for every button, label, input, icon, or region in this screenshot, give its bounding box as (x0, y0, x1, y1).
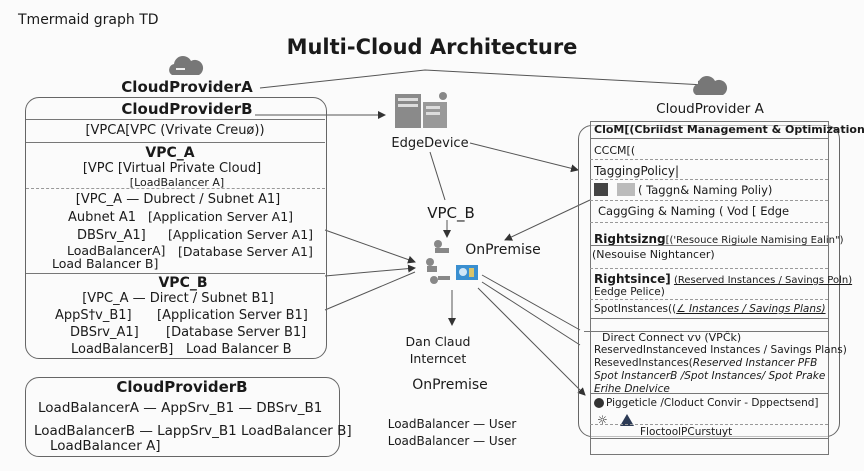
loadbalancer-b: LoadBalancerB] (71, 342, 174, 357)
edge-edgedevice-to-right (469, 142, 579, 173)
cloud-provider-a-label: CloudProviderA (121, 78, 253, 96)
tagging-policy-row: TaggingPolicy| (594, 164, 680, 178)
on-premise-node: OnPremise (465, 242, 541, 258)
edge-vpca-to-hub (324, 229, 416, 264)
cloud-provider-a-right-label: CloudProvider A (656, 101, 764, 117)
nesouse-row: (Nesouise Nightancer) (592, 248, 715, 261)
spot-instances-detail: ∠ Instances / Savings Plans) (676, 303, 826, 315)
vpc-a-row: [VPC_A — Dubrect / Subnet A1] (75, 192, 281, 207)
edge-left-to-hub (324, 271, 416, 311)
dbsrv-a1-b: DBSrv_A1] (70, 325, 139, 340)
edge-right-onpremise (504, 199, 591, 241)
document-user-icon (594, 183, 608, 196)
chat-icon (456, 265, 478, 280)
code-label: Tmermaid graph TD (18, 12, 159, 28)
app-server-a1: [Application Server A1] (148, 209, 294, 224)
edge-device-label: EdgeDevice (391, 136, 469, 151)
rightsizing-label: Rightsizng (594, 232, 666, 246)
cloud-icon (693, 76, 728, 95)
internet-label: Interncet (409, 351, 467, 366)
bottom-title: CloudProviderB (116, 378, 248, 396)
shield-icon (620, 414, 634, 426)
dbsrv-a1: DBSrv_A1] (77, 228, 146, 243)
vpc-a-row: [VPC [Virtual Private Cloud] (82, 161, 262, 176)
gear-icon (594, 398, 604, 408)
lb-user-1: LoadBalancer — User (387, 417, 517, 431)
lb-user-2: LoadBalancer — User (387, 434, 517, 448)
page-title: Multi-Cloud Architecture (286, 35, 578, 59)
cloud-icon (169, 56, 204, 75)
database-server-b1: [Database Server B1] (166, 325, 307, 340)
loadbalancer-a: LoadBalancerA] (67, 243, 166, 258)
dan-claud-label: Dan Claud (405, 334, 471, 349)
subnet-a1: Aubnet A1 (68, 210, 137, 225)
rightsince-label: Rightsince] (594, 272, 671, 286)
vpc-b-node: VPC_B (427, 204, 475, 222)
app-server-b1: [Application Server B1] (157, 308, 308, 323)
cagg-row: CaggGing & Naming ( Vod [ Edge (598, 204, 790, 218)
edge-a-to-provider (259, 69, 706, 89)
rightsizing-detail: [('Resouce Rigiωle Namising Ealin") (665, 235, 844, 246)
cloud-provider-b-group (25, 97, 327, 359)
reserved-row-2-detail: Reserved Instancer PFB (692, 357, 818, 369)
edge-pelice-row: Eedge Pelice) (594, 286, 665, 298)
cost-mgmt-header: CloM[(Cbriidst Management & Optimization (594, 123, 864, 136)
vpc-b-title: VPC_B (158, 275, 208, 291)
load-balancer-b: Load Balancer B] (52, 256, 159, 271)
cloud-provider-b-bottom (25, 377, 340, 457)
lightbulb-icon: ☼ (597, 413, 608, 427)
edge-hub-right-3 (477, 287, 586, 396)
reserved-row-1: ReservedInstanceved Instances / Savings … (594, 344, 847, 356)
vpc-a-row: [LoadBalancer A] (129, 176, 225, 189)
edge-device-icon (395, 92, 447, 128)
app-server-a1-b: [Application Server A1] (168, 227, 314, 242)
document-icon (617, 183, 635, 196)
rightsince-detail: (Reserved Instances / Savings Poln) (673, 275, 853, 286)
tagging-detail: ( Taggn& Naming Poliy) (638, 183, 773, 197)
network-hub-icon (426, 240, 450, 284)
database-server-a1: [Database Server A1] (178, 244, 313, 259)
piggetticle-row: Piggeticle /Cloduct Convir - Dppectsend] (606, 397, 819, 409)
on-premise-node-2: OnPremise (412, 377, 488, 393)
appsrv-b1: AppS†v_B1] (55, 308, 132, 323)
bottom-row: LoadBalancer A] (50, 438, 161, 454)
edge-hub-right-2 (481, 281, 581, 346)
load-balancer-b-label: Load Balancer B (186, 342, 292, 357)
vpc-a-title: VPC_A (145, 145, 195, 161)
enhe-row: Erihe Dnelvice (594, 383, 670, 395)
cloud-provider-b-title: CloudProviderB (121, 100, 253, 118)
edge-vpcb-to-hub (324, 264, 416, 277)
vpc-b-row: [VPC_A — Direct / Subnet B1] (82, 291, 274, 306)
bottom-row: LoadBalancerB — LappSrv_B1 LoadBalancer … (34, 423, 352, 439)
edge-hub-right-1 (481, 274, 581, 331)
vpc-line: [VPCA[VPC (Vrivate Creuø)) (85, 123, 265, 138)
direct-connect-row: Direct Connect ѵν (VPĈk) (602, 331, 742, 344)
cccm-row: CCCM[( (594, 144, 636, 157)
floctool-row: FloctoolPCurstuyt (640, 426, 733, 438)
spot-instancer-row: Spot InstancerB /Spot Instances/ Spot Pr… (594, 370, 826, 382)
edge-edgedevice-vpcb (429, 151, 446, 201)
reserved-row-2-label: ResevedInstances( (594, 357, 693, 369)
spot-instances-label: SpotInstances(( (594, 303, 677, 315)
bottom-row: LoadBalancerA — AppSrv_B1 — DBSrv_B1 (38, 400, 323, 416)
